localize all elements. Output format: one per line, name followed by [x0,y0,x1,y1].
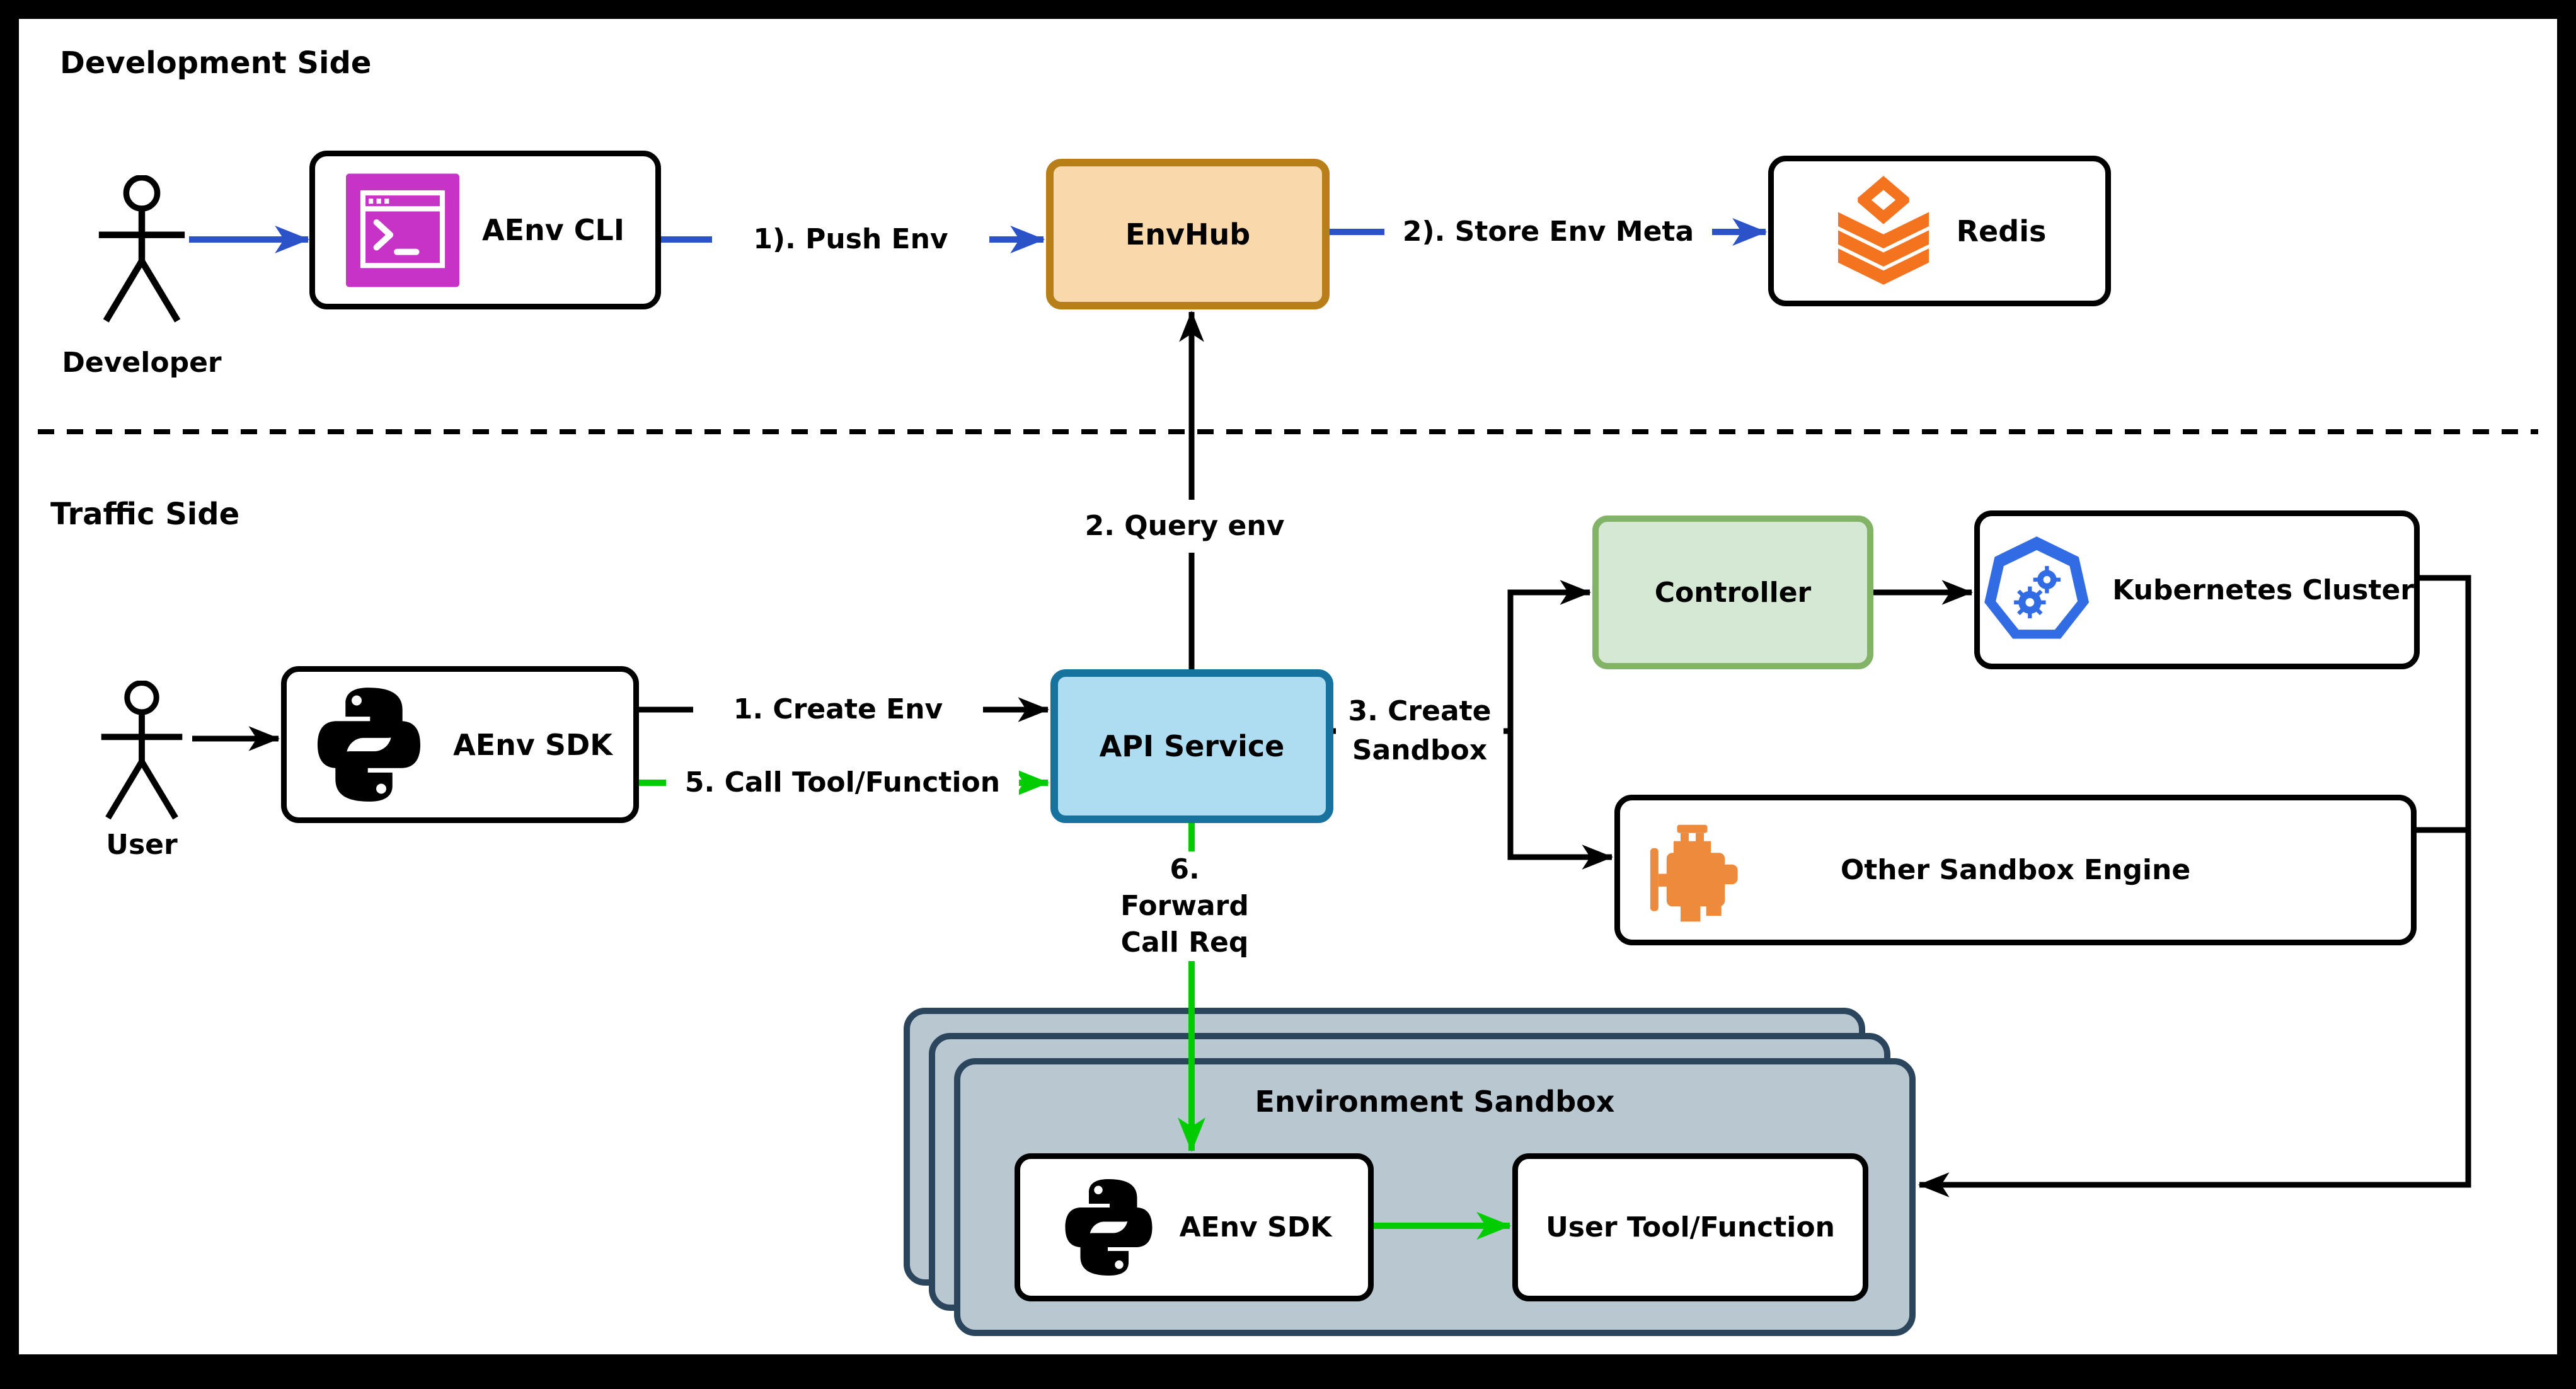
engine-icon [1650,824,1738,922]
node-sandbox-aenv-sdk: AEnv SDK [1015,1153,1374,1301]
edge-label-forward-call-req: 6. Forward Call Req [1090,851,1279,961]
node-controller-label: Controller [1654,576,1812,609]
node-api-service: API Service [1050,669,1333,823]
user-stick-figure-icon [101,681,183,820]
node-envhub: EnvHub [1046,159,1330,309]
python-icon [318,688,421,802]
section-title-traffic: Traffic Side [50,497,240,532]
node-aenv-sdk: AEnv SDK [281,666,639,823]
node-envhub-label: EnvHub [1125,217,1251,251]
edge-label-create-env: 1. Create Env [693,683,983,736]
node-other-sandbox-engine-label: Other Sandbox Engine [1840,854,2191,886]
environment-sandbox: Environment Sandbox AEnv SDK User Tool/F… [954,1058,1916,1336]
developer-stick-figure-icon [98,175,185,323]
kubernetes-icon [1984,536,2090,639]
node-redis: Redis [1768,156,2111,306]
node-aenv-sdk-label: AEnv SDK [453,727,612,762]
edge-label-push-env: 1). Push Env [712,213,989,266]
user-label: User [106,829,178,861]
node-controller: Controller [1592,516,1873,669]
node-sandbox-aenv-sdk-label: AEnv SDK [1179,1211,1332,1243]
node-kubernetes-cluster: Kubernetes Cluster [1974,510,2420,669]
environment-sandbox-title: Environment Sandbox [1255,1085,1615,1119]
node-redis-label: Redis [1956,214,2047,248]
node-kubernetes-cluster-label: Kubernetes Cluster [2112,573,2414,606]
section-title-development: Development Side [60,45,372,81]
edge-label-query-env: 2. Query env [1040,500,1330,553]
node-user-tool-function-label: User Tool/Function [1546,1211,1835,1243]
python-icon [1065,1179,1153,1276]
terminal-icon [346,173,460,287]
edge-label-call-tool-function: 5. Call Tool/Function [666,756,1019,809]
node-aenv-cli: AEnv CLI [309,151,661,309]
node-other-sandbox-engine: Other Sandbox Engine [1614,795,2417,945]
node-user-tool-function: User Tool/Function [1512,1153,1868,1301]
redis-icon [1837,175,1929,285]
node-aenv-cli-label: AEnv CLI [482,213,624,247]
edge-label-store-env-meta: 2). Store Env Meta [1384,205,1712,258]
node-api-service-label: API Service [1099,729,1285,763]
edge-label-create-sandbox: 3. Create Sandbox [1336,692,1504,770]
developer-label: Developer [62,347,222,379]
